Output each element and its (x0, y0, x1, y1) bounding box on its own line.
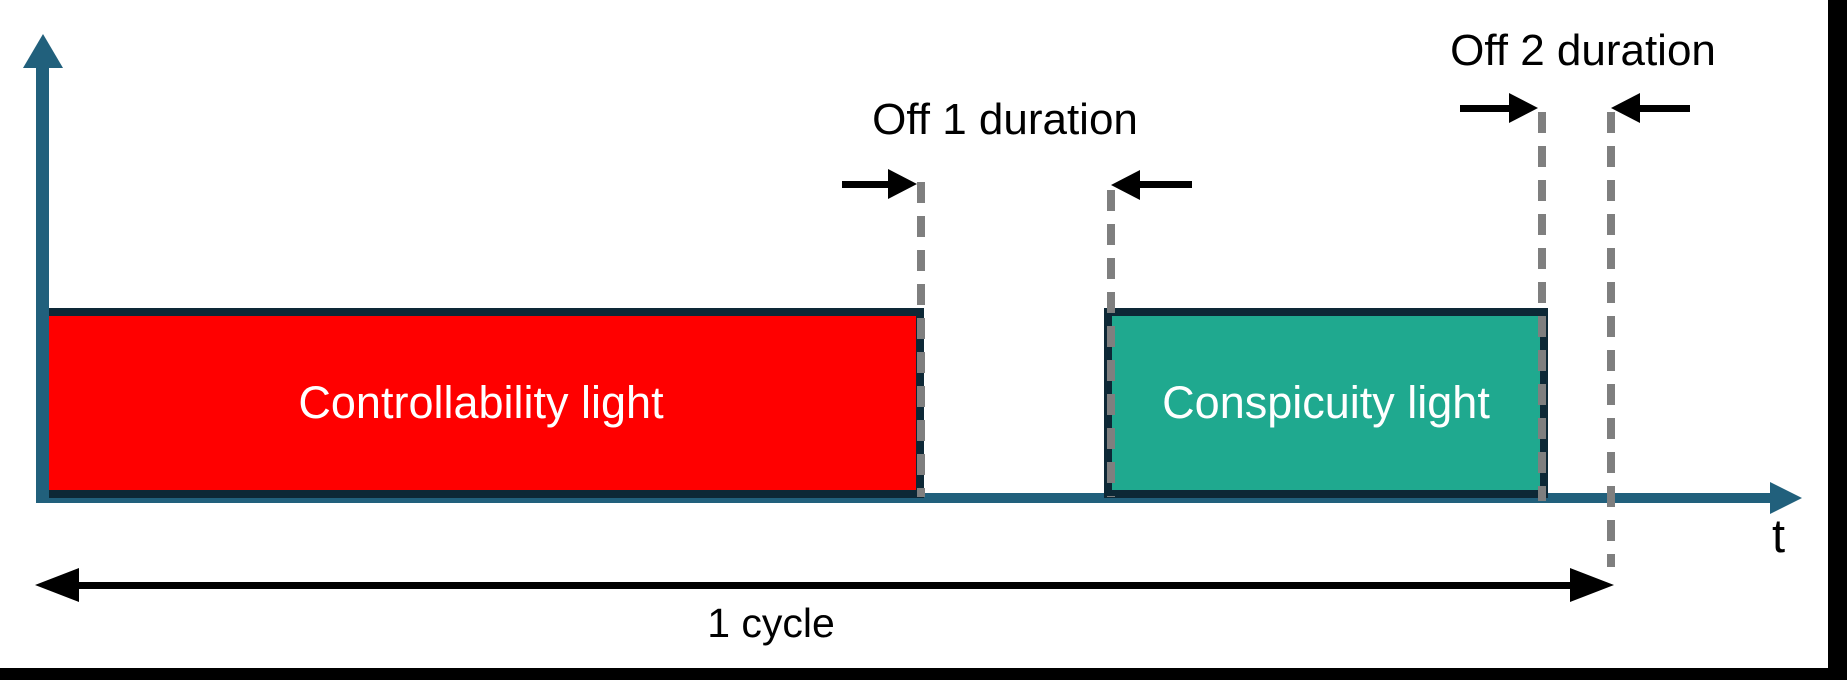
y-axis-arrow-icon (23, 34, 63, 68)
x-axis-label: t (1772, 509, 1786, 562)
controllability-light-label: Controllability light (298, 377, 664, 428)
conspicuity-light-bar: Conspicuity light (1104, 308, 1548, 498)
off1-left-arrow-icon (1111, 170, 1140, 200)
x-axis-line (36, 493, 1773, 503)
off2-left-arrow-icon (1611, 93, 1640, 123)
frame-border-right (1828, 0, 1847, 680)
dashed-line-off2-end (1607, 112, 1615, 567)
off2-right-arrow-shaft (1460, 105, 1510, 112)
off2-duration-label: Off 2 duration (1450, 26, 1716, 75)
off2-left-arrow-shaft (1640, 105, 1690, 112)
y-axis-line (36, 58, 49, 500)
dashed-line-off2-start (1538, 112, 1546, 501)
x-axis-arrow-icon (1770, 482, 1802, 514)
conspicuity-light-label: Conspicuity light (1162, 377, 1490, 428)
cycle-right-arrow-icon (1570, 568, 1614, 602)
off2-right-arrow-icon (1509, 93, 1538, 123)
dashed-line-off1-end (1107, 190, 1115, 497)
cycle-left-arrow-icon (35, 568, 79, 602)
off1-left-arrow-shaft (1140, 181, 1192, 188)
dashed-line-off1-start (917, 182, 925, 497)
controllability-light-bar: Controllability light (38, 308, 924, 498)
off1-duration-label: Off 1 duration (872, 95, 1138, 144)
cycle-label: 1 cycle (707, 600, 835, 646)
frame-border-bottom (0, 668, 1847, 680)
cycle-arrow-shaft (78, 582, 1570, 589)
off1-right-arrow-icon (888, 169, 917, 199)
off1-right-arrow-shaft (842, 181, 890, 188)
